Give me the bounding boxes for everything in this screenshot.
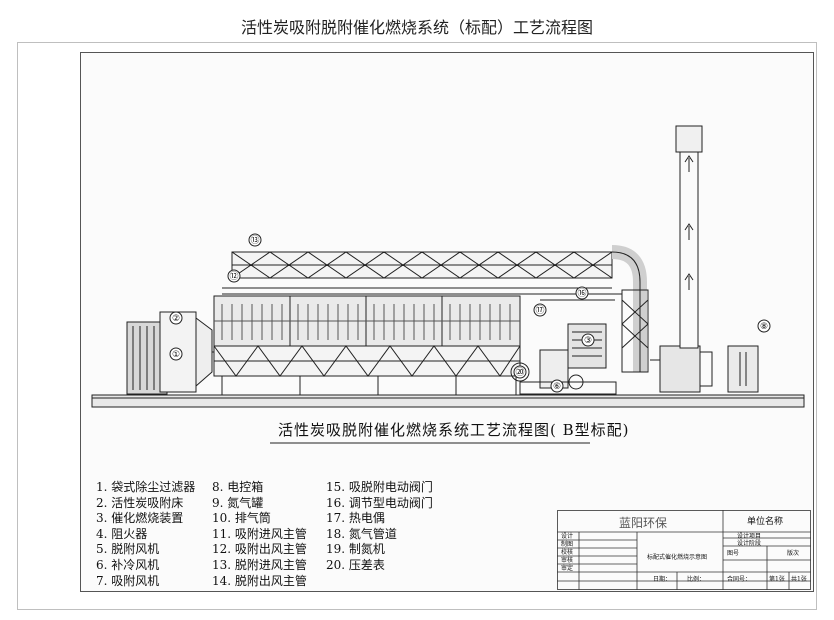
callout-16: ⑯ (577, 288, 586, 299)
legend-item: 10. 排气筒 (212, 511, 271, 526)
tb-label: 设计 (561, 533, 574, 540)
control-cabinet (727, 345, 759, 393)
title-block: 蓝阳环保 单位名称 设计项目 设计阶段 图号 版次 标配式催化燃烧示意图 设计 … (557, 510, 811, 590)
legend-item: 19. 制氮机 (326, 542, 385, 557)
tb-label: 审核 (561, 557, 574, 564)
contract-label: 合同号： (727, 576, 752, 583)
duct-to-stack (540, 245, 649, 373)
legend-item: 17. 热电偶 (326, 511, 385, 526)
legend-item: 9. 氮气罐 (212, 495, 264, 510)
revision-label: 版次 (787, 550, 800, 557)
diagram-title: 活性炭吸脱附催化燃烧系统工艺流程图( B型标配) (278, 421, 630, 439)
sheet-number: 第1张 (769, 576, 785, 583)
adsorption-beds (213, 295, 521, 395)
page-title: 活性炭吸附脱附催化燃烧系统（标配）工艺流程图 (240, 18, 593, 37)
catalytic-unit (510, 323, 617, 395)
legend-item: 16. 调节型电动阀门 (326, 495, 433, 510)
main-duct-truss (222, 251, 613, 295)
company-name: 蓝阳环保 (619, 516, 668, 530)
legend-item: 13. 脱附进风主管 (212, 557, 307, 572)
tb-label: 校核 (561, 549, 574, 556)
legend-item: 8. 电控箱 (212, 480, 264, 494)
title-block-grid (557, 510, 811, 590)
design-project-label: 设计项目 (737, 533, 762, 540)
legend-item: 5. 脱附风机 (96, 542, 160, 557)
callout-1: ① (172, 350, 180, 360)
legend-column-1: 1. 袋式除尘过滤器 2. 活性炭吸附床 3. 催化燃烧装置 4. 阻火器 5.… (96, 480, 195, 589)
legend-item: 7. 吸附风机 (96, 573, 160, 588)
exhaust-stack (675, 125, 703, 349)
date-label: 日期： (653, 576, 672, 583)
legend-column-2: 8. 电控箱 9. 氮气罐 10. 排气筒 11. 吸附进风主管 12. 吸附出… (212, 480, 307, 589)
legend-item: 18. 氮气管道 (326, 526, 397, 541)
legend-item: 11. 吸附进风主管 (212, 526, 307, 541)
adsorption-fan (650, 345, 713, 393)
design-stage-label: 设计阶段 (737, 540, 762, 547)
callout-3: ③ (584, 336, 592, 346)
sheet-total: 共1张 (791, 576, 807, 583)
legend-item: 20. 压差表 (326, 557, 385, 572)
tb-label: 制图 (561, 541, 574, 548)
legend-item: 4. 阻火器 (96, 526, 148, 541)
tb-label: 审定 (561, 565, 574, 572)
callout-2: ② (172, 314, 180, 324)
callout-8: ⑧ (760, 322, 768, 332)
image-frame (17, 42, 817, 610)
callout-6: ⑥ (553, 382, 561, 392)
legend-item: 3. 催化燃烧装置 (96, 511, 184, 526)
scale-label: 比例： (687, 576, 706, 583)
legend-item: 12. 吸附出风主管 (212, 542, 307, 557)
bag-filter (126, 311, 222, 395)
callout-11: ⑫ (229, 271, 238, 282)
legend-item: 1. 袋式除尘过滤器 (96, 480, 196, 494)
unit-name-label: 单位名称 (747, 517, 784, 527)
legend-item: 2. 活性炭吸附床 (96, 495, 184, 510)
callout-20: ⑳ (515, 367, 524, 378)
drawing-no-label: 图号 (727, 550, 740, 557)
legend-column-3: 15. 吸脱附电动阀门 16. 调节型电动阀门 17. 热电偶 18. 氮气管道… (326, 480, 433, 574)
legend-item: 14. 脱附出风主管 (212, 573, 307, 588)
legend-item: 6. 补冷风机 (96, 557, 160, 572)
drawing-name: 标配式催化燃烧示意图 (647, 554, 708, 561)
callout-17: ⑰ (535, 305, 544, 316)
callout-12: ⑬ (250, 235, 259, 246)
ground-base (91, 394, 805, 408)
legend-item: 15. 吸脱附电动阀门 (326, 480, 433, 494)
